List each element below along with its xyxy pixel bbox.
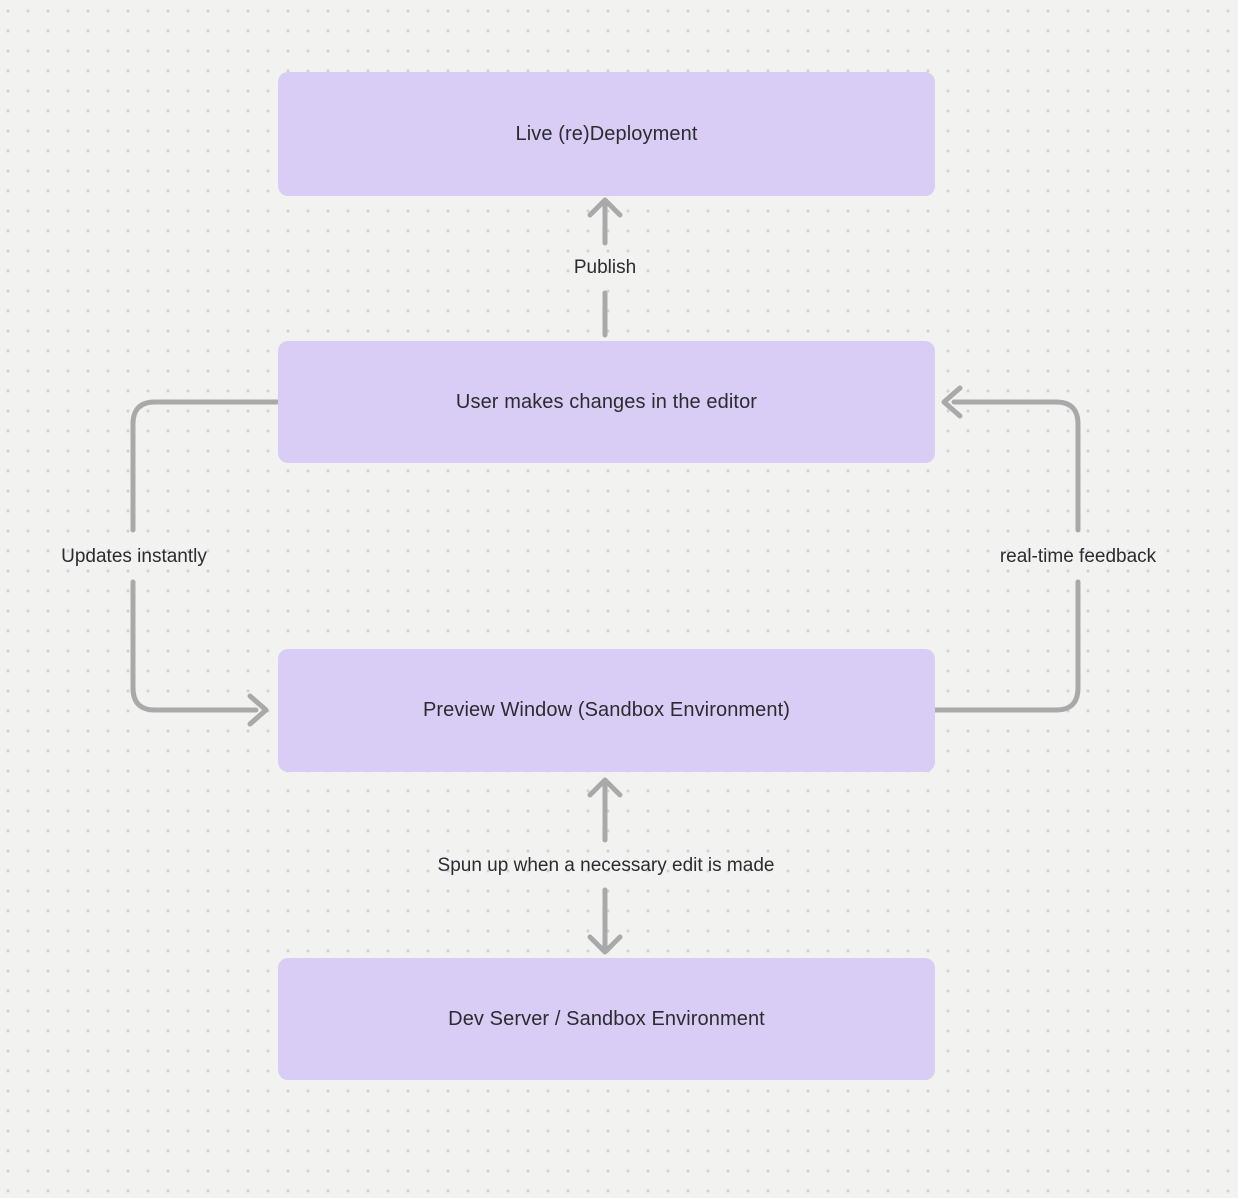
arrow-publish[interactable] — [587, 197, 623, 338]
node-editor[interactable]: User makes changes in the editor — [278, 341, 935, 463]
node-dev-server[interactable]: Dev Server / Sandbox Environment — [278, 958, 935, 1080]
arrow-updates-instantly[interactable] — [130, 399, 281, 727]
edge-label-realtime-feedback[interactable]: real-time feedback — [999, 546, 1157, 567]
node-live-deployment-label: Live (re)Deployment — [515, 122, 698, 145]
edge-label-updates-instantly[interactable]: Updates instantly — [61, 546, 207, 567]
node-preview-window[interactable]: Preview Window (Sandbox Environment) — [278, 649, 935, 772]
node-dev-server-label: Dev Server / Sandbox Environment — [448, 1007, 765, 1030]
node-live-deployment[interactable]: Live (re)Deployment — [278, 72, 935, 196]
node-preview-window-label: Preview Window (Sandbox Environment) — [422, 699, 791, 721]
node-editor-label: User makes changes in the editor — [455, 390, 758, 413]
edge-label-publish[interactable]: Publish — [573, 257, 637, 278]
arrow-realtime-feedback[interactable] — [932, 385, 1081, 713]
arrow-spun-up-bidirectional[interactable] — [587, 777, 623, 955]
edge-label-spun-up[interactable]: Spun up when a necessary edit is made — [437, 855, 775, 876]
